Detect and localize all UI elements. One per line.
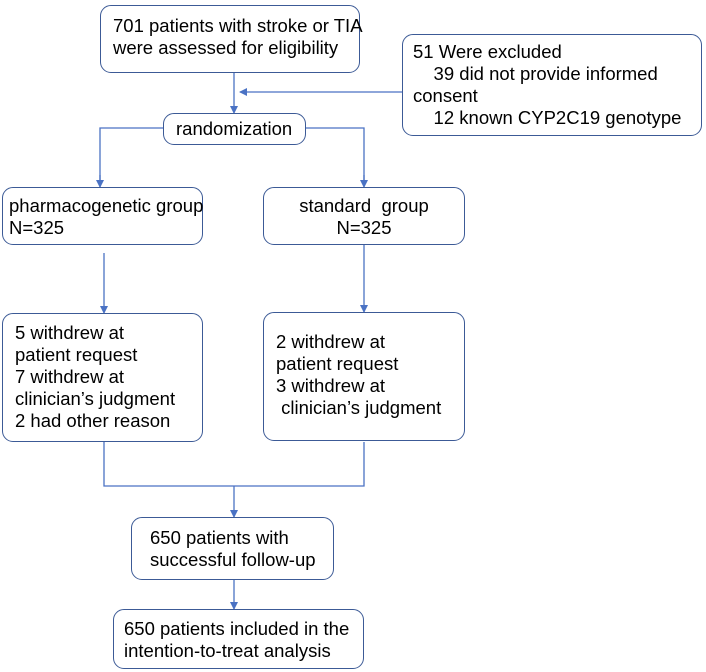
pharm-withdrawn-line-3: 7 withdrew at	[15, 366, 124, 387]
followup-line-2: successful follow-up	[150, 549, 316, 570]
connector-randomization-to-standard	[306, 127, 365, 185]
itt-analysis-box: 650 patients included in the intention-t…	[113, 609, 364, 669]
standard-group-n: N=325	[336, 217, 392, 238]
pharm-withdrawn-line-1: 5 withdrew at	[15, 322, 124, 343]
std-withdrawn-line-1: 2 withdrew at	[276, 331, 385, 352]
std-withdrawn-line-2: patient request	[276, 353, 399, 374]
pharmacogenetic-withdrawn-box: 5 withdrew at patient request 7 withdrew…	[2, 313, 203, 442]
std-withdrawn-line-3: 3 withdrew at	[276, 375, 385, 396]
standard-group-name: standard group	[299, 195, 429, 216]
excluded-text-line-1: 51 Were excluded	[413, 41, 562, 62]
connector-withdrawn-merge	[103, 442, 365, 487]
randomization-label: randomization	[176, 118, 293, 139]
excluded-text-line-2: 39 did not provide informed	[413, 63, 658, 84]
followup-line-1: 650 patients with	[150, 527, 289, 548]
excluded-text-line-3: consent	[413, 85, 478, 106]
std-withdrawn-line-4: clinician’s judgment	[276, 397, 442, 418]
standard-withdrawn-box: 2 withdrew at patient request 3 withdrew…	[263, 312, 465, 441]
assessed-box: 701 patients with stroke or TIA were ass…	[100, 5, 363, 73]
assessed-text-line-1: 701 patients with stroke or TIA	[113, 15, 363, 36]
pharmacogenetic-group-box: pharmacogenetic group N=325	[2, 187, 203, 245]
standard-group-box: standard group N=325	[263, 187, 465, 245]
randomization-box: randomization	[163, 113, 306, 145]
assessed-text-line-2: were assessed for eligibility	[113, 37, 339, 58]
pharm-withdrawn-line-2: patient request	[15, 344, 138, 365]
pharmacogenetic-group-n: N=325	[9, 217, 65, 238]
pharm-withdrawn-line-5: 2 had other reason	[15, 410, 171, 431]
itt-line-1: 650 patients included in the	[124, 618, 350, 639]
excluded-text-line-4: 12 known CYP2C19 genotype	[413, 107, 682, 128]
pharmacogenetic-group-name: pharmacogenetic group	[9, 195, 204, 216]
pharm-withdrawn-line-4: clinician’s judgment	[15, 388, 176, 409]
itt-line-2: intention-to-treat analysis	[124, 640, 331, 661]
excluded-box: 51 Were excluded 39 did not provide info…	[402, 34, 702, 136]
followup-box: 650 patients with successful follow-up	[131, 517, 334, 580]
connector-randomization-split	[99, 127, 163, 185]
